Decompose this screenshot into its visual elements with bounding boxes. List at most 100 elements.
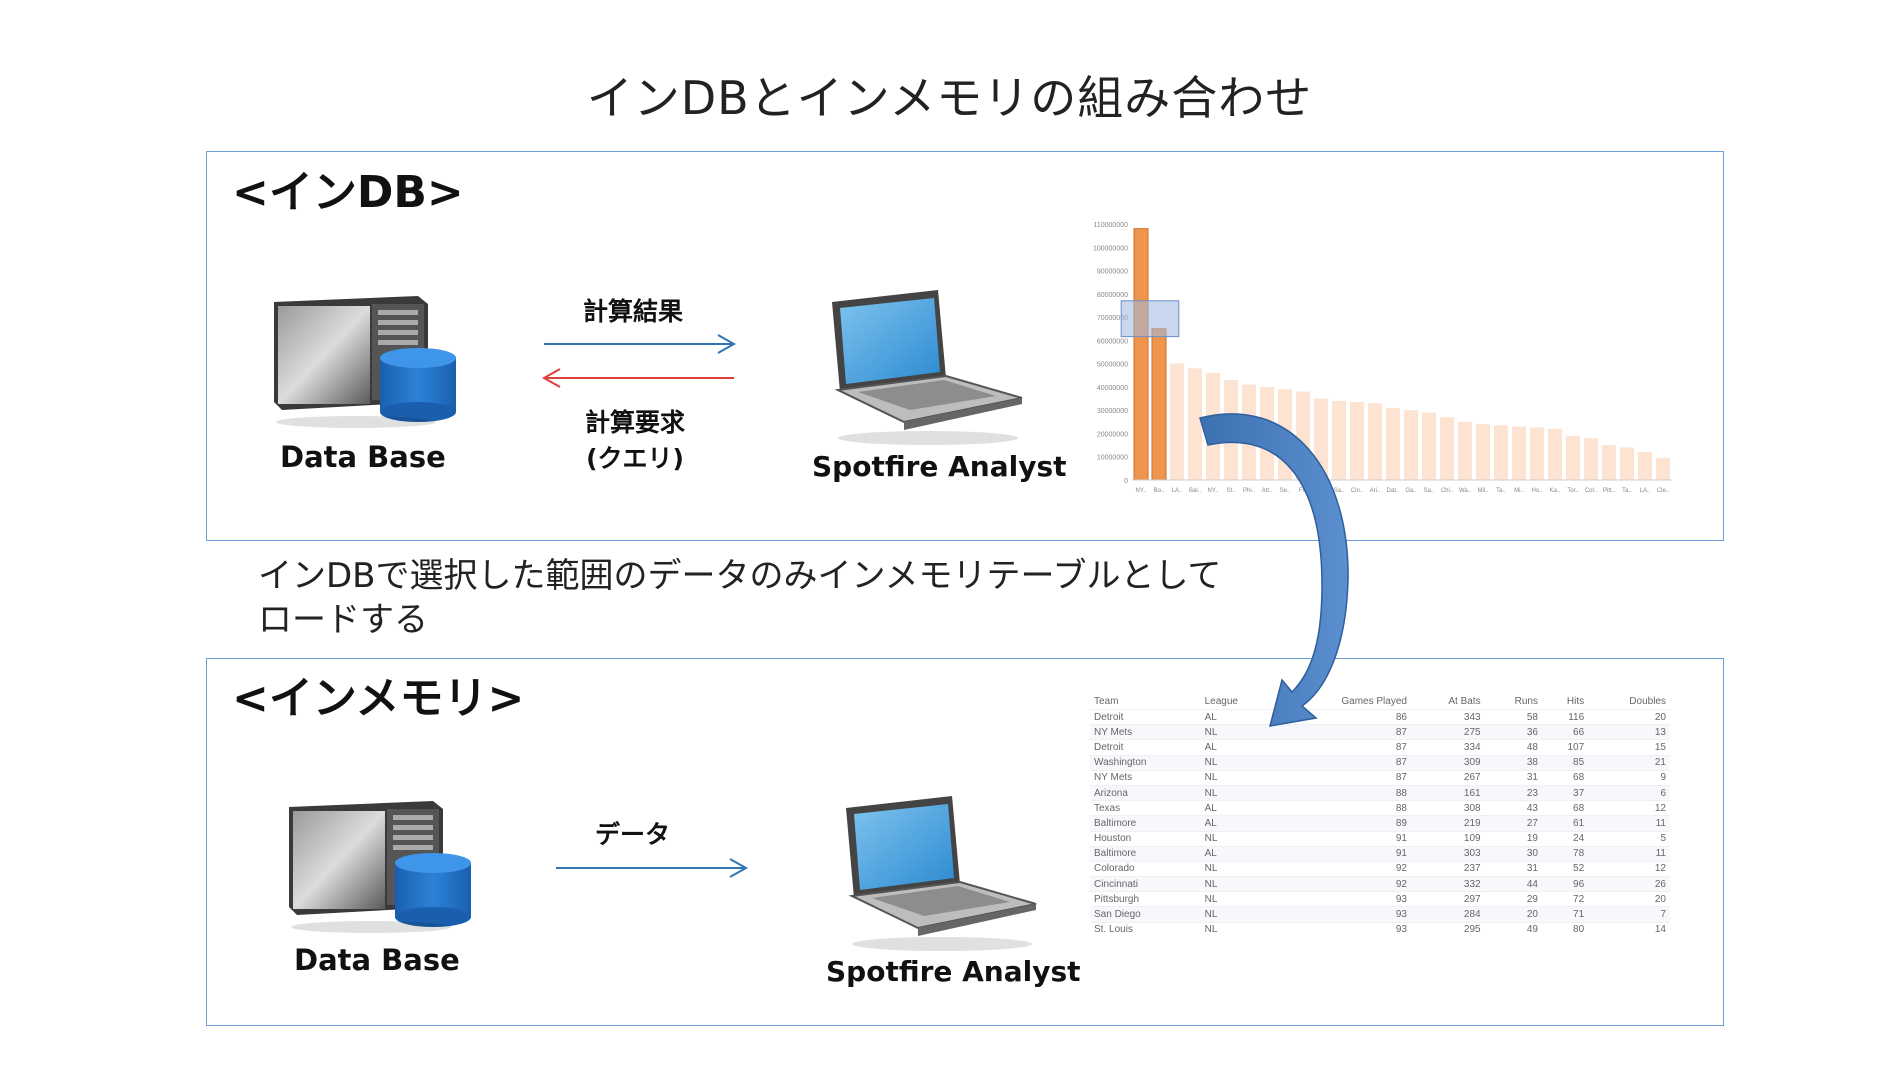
table-cell: 308 (1410, 800, 1485, 816)
bar (1331, 400, 1347, 480)
table-header-cell[interactable]: Team (1094, 696, 1119, 707)
table-cell: 61 (1541, 815, 1589, 831)
table-cell: 87 (1276, 754, 1411, 771)
bar (1619, 447, 1635, 480)
table-cell: 58 (1484, 708, 1542, 725)
table-cell: 68 (1541, 769, 1589, 786)
bar (1547, 428, 1563, 480)
table-cell: 88 (1276, 784, 1411, 801)
x-tick-label: Col.. (1585, 488, 1598, 494)
bar-chart: 1100000001000000009000000080000000700000… (1093, 222, 1672, 494)
table-cell: 6 (1588, 784, 1670, 801)
note-line2: ロードする (258, 600, 428, 640)
table-cell: 68 (1541, 800, 1589, 816)
table-cell: 93 (1276, 891, 1411, 907)
table-header-cell[interactable]: Doubles (1629, 696, 1666, 707)
bar (1511, 426, 1527, 480)
x-tick-label: Mil.. (1478, 488, 1489, 494)
table-cell: 11 (1588, 815, 1670, 831)
table-cell: 19 (1484, 830, 1542, 847)
bar (1169, 363, 1185, 480)
table-cell: 52 (1541, 860, 1589, 877)
table-cell: NL (1200, 830, 1277, 847)
table-header-row: Team League Games Played At Bats Runs Hits Dou… (1090, 694, 1670, 710)
data-label: データ (595, 820, 671, 849)
indb-database-label: Data Base (280, 440, 446, 474)
y-tick-label: 70000000 (1097, 315, 1128, 322)
table-cell: NL (1200, 784, 1277, 801)
table-cell: 71 (1541, 906, 1589, 923)
table-cell: 72 (1541, 891, 1589, 907)
table-cell: 309 (1410, 754, 1485, 771)
inmem-client-label: Spotfire Analyst (826, 955, 1081, 988)
table-header-cell[interactable]: Hits (1566, 696, 1585, 707)
note-line1: インDBで選択した範囲のデータのみインメモリテーブルとして (258, 556, 1222, 596)
inmem-database-label: Data Base (294, 943, 460, 977)
table-header-cell[interactable]: Runs (1514, 696, 1538, 707)
table-header-cell[interactable]: At Bats (1448, 696, 1481, 707)
y-tick-label: 110000000 (1093, 222, 1128, 229)
table-cell: Colorado (1090, 860, 1201, 877)
x-tick-label: Sa.. (1424, 488, 1435, 494)
table-cell: 267 (1410, 769, 1485, 786)
x-tick-label: Ga.. (1405, 488, 1417, 494)
table-cell: 31 (1484, 860, 1542, 877)
x-tick-label: Ta.. (1622, 488, 1632, 494)
table-cell: NL (1200, 754, 1277, 771)
table-cell: AL (1200, 739, 1277, 756)
table-cell: 49 (1484, 921, 1542, 937)
bar (1601, 445, 1617, 480)
table-cell: 332 (1410, 876, 1485, 892)
bar (1367, 403, 1383, 480)
table-cell: 219 (1410, 815, 1485, 831)
x-tick-label: Ari.. (1370, 488, 1381, 494)
bar (1349, 402, 1365, 480)
bar (1403, 410, 1419, 480)
x-tick-label: LA.. (1640, 488, 1651, 494)
table-cell: Houston (1090, 830, 1201, 847)
table-cell: NY Mets (1090, 769, 1201, 786)
y-tick-label: 100000000 (1093, 245, 1128, 252)
table-cell: 20 (1588, 891, 1670, 907)
table-cell: NL (1200, 724, 1277, 740)
y-tick-label: 60000000 (1097, 338, 1128, 345)
table-cell: 5 (1588, 830, 1670, 847)
table-cell: Detroit (1090, 708, 1201, 725)
table-cell: 85 (1541, 754, 1589, 771)
x-tick-label: Pitt.. (1603, 488, 1615, 494)
y-tick-label: 50000000 (1097, 362, 1128, 369)
table-cell: AL (1200, 800, 1277, 816)
table-cell: AL (1200, 708, 1277, 725)
table-cell: NL (1200, 906, 1277, 923)
table-cell: 38 (1484, 754, 1542, 771)
table-cell: 7 (1588, 906, 1670, 923)
bar (1385, 407, 1401, 480)
x-tick-label: Dat.. (1387, 488, 1400, 494)
table-cell: St. Louis (1090, 921, 1201, 937)
table-header-cell[interactable]: League (1204, 696, 1238, 707)
table-cell: 334 (1410, 739, 1485, 756)
selection-marker[interactable] (1120, 300, 1180, 338)
table-cell: Texas (1090, 800, 1201, 816)
table-cell: NL (1200, 876, 1277, 892)
table-cell: Cincinnati (1090, 876, 1201, 892)
x-tick-label: Bo.. (1154, 488, 1165, 494)
laptop-icon (846, 796, 1037, 951)
table-cell: 37 (1541, 784, 1589, 801)
database-server-icon (289, 801, 471, 933)
bar (1439, 417, 1455, 480)
table-cell: 20 (1588, 708, 1670, 725)
table-header-cell[interactable]: Games Played (1341, 696, 1407, 707)
x-tick-label: Att.. (1262, 488, 1273, 494)
x-tick-label: Cle.. (1657, 488, 1670, 494)
table-cell: NL (1200, 860, 1277, 877)
x-tick-label: Cin.. (1351, 488, 1364, 494)
table-cell: 303 (1410, 845, 1485, 862)
